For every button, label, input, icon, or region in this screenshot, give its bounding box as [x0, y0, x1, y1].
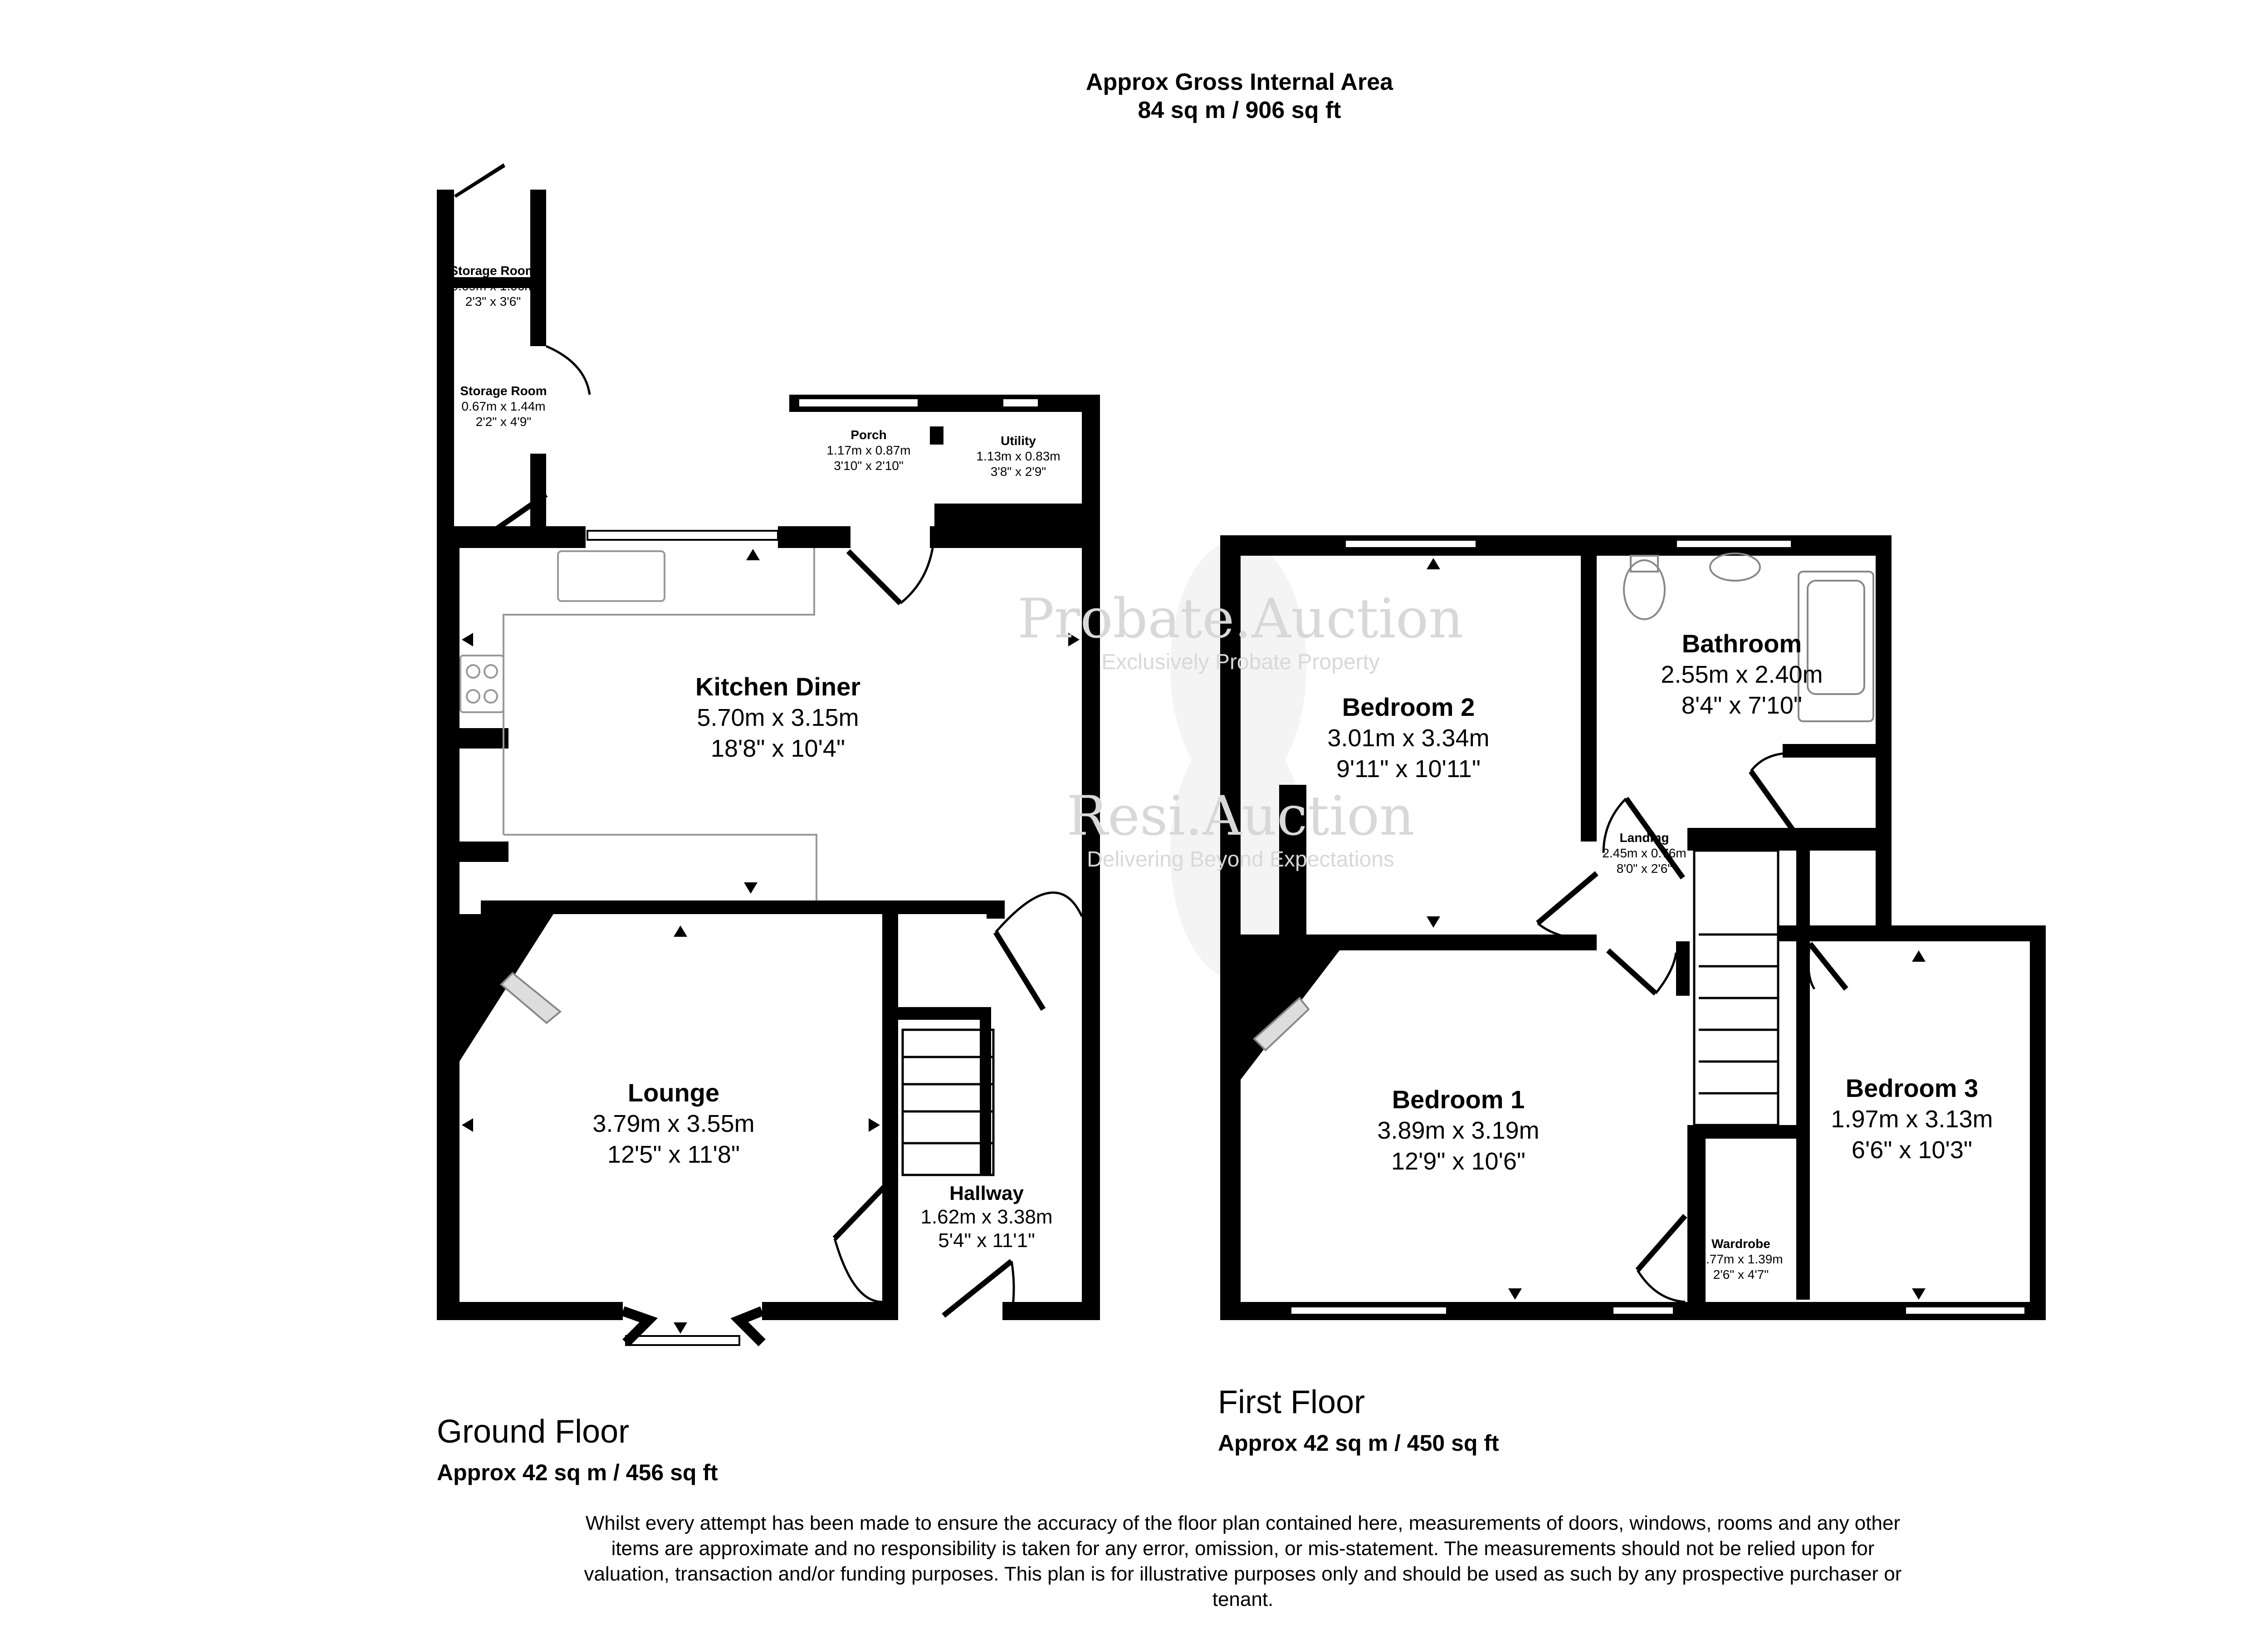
room-bathroom: Bathroom 2.55m x 2.40m 8'4" x 7'10": [1661, 629, 1823, 719]
fireplace-icon: [500, 972, 562, 1024]
toilet-icon: [1623, 559, 1666, 620]
room-lounge: Lounge 3.79m x 3.55m 12'5" x 11'8": [592, 1078, 755, 1168]
room-storage-room-upper: Storage Room 0.69m x 1.06m 2'3" x 3'6": [450, 264, 537, 308]
ground-floor-name: Ground Floor: [437, 1414, 630, 1450]
first-floor-area: Approx 42 sq m / 450 sq ft: [1218, 1430, 1499, 1456]
ground-floor-windows: [587, 397, 1040, 1346]
ground-floor-area: Approx 42 sq m / 456 sq ft: [437, 1460, 718, 1485]
ground-doors: [479, 345, 1083, 1318]
fireplace-icon: [1253, 997, 1310, 1052]
room-storage-room-lower: Storage Room 0.67m x 1.44m 2'2" x 4'9": [460, 384, 547, 429]
bath-icon: [1798, 571, 1874, 722]
hob-icon: [459, 655, 504, 713]
room-wardrobe: Wardrobe 0.77m x 1.39m 2'6" x 4'7": [1699, 1237, 1783, 1282]
dimension-arrows: [462, 549, 1926, 1334]
watermark-resi-auction: Resi.Auction Delivering Beyond Expectati…: [1066, 785, 1415, 872]
room-bedroom-3: Bedroom 3 1.97m x 3.13m 6'6" x 10'3": [1831, 1074, 1993, 1164]
sink-icon: [557, 550, 665, 602]
first-doors: [1536, 752, 1848, 1303]
first-floor-caption: First Floor Approx 42 sq m / 450 sq ft: [1218, 1384, 1499, 1456]
room-bedroom-1: Bedroom 1 3.89m x 3.19m 12'9" x 10'6": [1377, 1085, 1540, 1175]
gross-area-total: 84 sq m / 906 sq ft: [1138, 97, 1341, 123]
room-kitchen-diner: Kitchen Diner 5.70m x 3.15m 18'8" x 10'4…: [695, 672, 861, 762]
first-floor-windows: [1290, 539, 2026, 1316]
first-floor-name: First Floor: [1218, 1384, 1365, 1420]
ground-stairs: [901, 1028, 995, 1176]
room-hallway: Hallway 1.62m x 3.38m 5'4" x 11'1": [920, 1182, 1053, 1252]
watermark-probate-auction: Probate.Auction Exclusively Probate Prop…: [1017, 587, 1464, 675]
gross-area-title: Approx Gross Internal Area: [1085, 69, 1393, 95]
ground-floor-caption: Ground Floor Approx 42 sq m / 456 sq ft: [437, 1413, 718, 1486]
room-landing: Landing 2.45m x 0.76m 8'0" x 2'6": [1602, 831, 1686, 876]
room-utility: Utility 1.13m x 0.83m 3'8" x 2'9": [976, 434, 1061, 479]
bathroom-fixtures: [1623, 553, 1874, 722]
basin-icon: [1709, 553, 1761, 582]
kitchen-counter: [459, 548, 817, 900]
room-bedroom-2: Bedroom 2 3.01m x 3.34m 9'11" x 10'11": [1327, 693, 1490, 783]
room-porch: Porch 1.17m x 0.87m 3'10" x 2'10": [826, 428, 911, 473]
disclaimer-text: Whilst every attempt has been made to en…: [584, 1512, 1902, 1610]
first-stairs: [1693, 849, 1779, 1126]
gross-area-header: Approx Gross Internal Area 84 sq m / 906…: [0, 68, 2268, 124]
